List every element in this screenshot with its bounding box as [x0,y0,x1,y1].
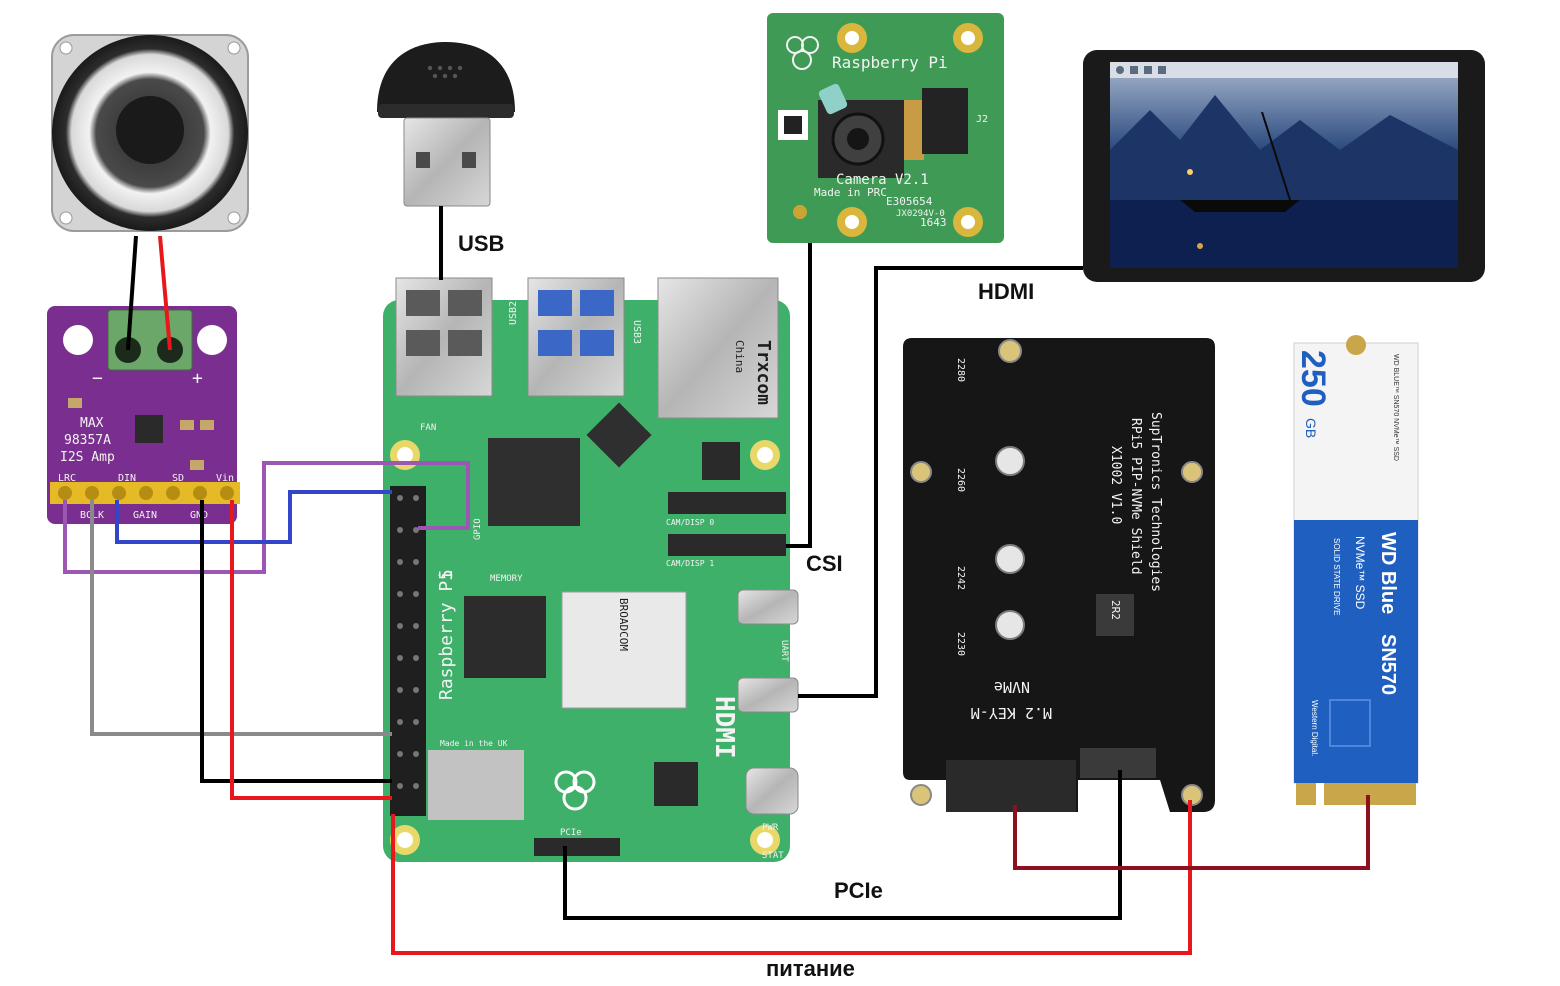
ssd-unit-text: GB [1303,418,1319,438]
shield-size-2230: 2230 [955,632,966,656]
camera-code2-text: JX0294V-0 [896,209,945,219]
wire-vin [230,500,392,800]
shield-m2-text: M.2 KEY-M [971,704,1052,722]
shield-brand-text: SupTronics Technologies [1148,412,1163,592]
rpi-trxcom-text: Trxcom [753,340,774,405]
camera-made-text: Made in PRC [814,186,887,199]
camera-code3-text: 1643 [920,216,947,229]
wire-speaker-negative [126,235,138,351]
shield-size-2242: 2242 [955,566,966,590]
rpi-usb2-text: USB2 [508,301,519,325]
rpi-memory-text: MEMORY [490,574,523,584]
rpi-fan-text: FAN [420,423,436,433]
ssd-capacity-text: 250 [1294,350,1332,407]
amp-pin-gain: GAIN [133,510,157,521]
wires [63,206,1370,955]
amp-pin-vin: Vin [216,473,234,484]
ssd-model-text: SN570 [1377,634,1399,695]
rpi-version-text: 5 [436,569,457,580]
speaker [51,34,249,232]
label-hdmi: HDMI [978,279,1034,304]
wire-hdmi [798,266,1083,698]
wire-gnd [200,500,392,783]
shield-size-2260: 2260 [955,468,966,492]
camera-code1-text: E305654 [886,195,933,208]
nvme-ssd [1293,335,1419,805]
shield-nvme-text: NVMe [994,678,1030,696]
shield-inductor-text: 2R2 [1109,600,1122,620]
wire-pcie [563,770,1122,920]
wire-speaker-positive [158,235,172,351]
wire-ssd [1013,795,1370,870]
ssd-small-text: WD BLUE™ SN570 NVMe™ SSD [1392,354,1399,461]
camera-j2-text: J2 [976,114,988,125]
rpi-pcie-text: PCIe [560,828,582,838]
rpi-usb3-text: USB3 [631,320,642,344]
amp-pin-din: DIN [118,473,136,484]
rpi-camdisp0-text: CAM/DISP 0 [666,518,714,527]
wire-bclk [90,500,392,736]
label-csi: CSI [806,551,843,576]
rpi-made-text: Made in the UK [440,739,508,748]
wire-din [115,490,392,544]
camera-brand-text: Raspberry Pi [832,53,948,72]
rpi-name-text: Raspberry Pi [436,570,457,700]
shield-model-text: X1002 V1.0 [1108,446,1123,524]
ssd-maker-text: Western Digital. [1310,700,1319,756]
wire-lrc [63,461,470,574]
rpi-camdisp1-text: CAM/DISP 1 [666,559,714,568]
rpi-uart-text: UART [779,640,789,662]
label-usb: USB [458,231,504,256]
rpi-hdmi-text: HDMI [709,696,739,759]
camera-module [767,13,1004,243]
label-pcie: PCIe [834,878,883,903]
raspberry-logo-icon [554,770,596,811]
amp-plus-mark: + [192,368,203,389]
shield-title-text: RPi5 PIP-NVMe Shield [1128,418,1143,575]
i2s-amplifier-board [47,306,240,524]
wire-csi [786,243,812,548]
rpi-chip-text: BROADCOM [617,598,630,651]
touch-display [1083,50,1485,282]
wire-power [391,800,1192,955]
camera-model-text: Camera V2.1 [836,172,929,188]
amp-pin-lrc: LRC [58,473,76,484]
amp-label-line1: MAX [80,416,104,431]
amp-label-line2: 98357A [64,433,111,448]
rpi-pwr-text: PWR [762,823,779,833]
amp-label-line3: I2S Amp [60,450,115,465]
amp-pin-gnd: GND [190,510,208,521]
amp-minus-mark: − [92,368,103,389]
label-power: питание [766,956,855,981]
raspberry-pi-5-board [383,277,799,862]
usb-microphone-dongle [377,42,515,207]
ssd-brand-text: WD Blue [1377,532,1399,614]
amp-pin-sd: SD [172,473,184,484]
rpi-china-text: China [733,340,746,373]
rpi-stat-text: STAT [762,851,784,861]
ssd-solid-state-text: SOLID STATE DRIVE [1332,538,1341,616]
nvme-shield-board [903,338,1215,812]
rpi-gpio-text: GPIO [473,518,483,540]
ssd-nvme-text: NVMe™ SSD [1353,536,1367,610]
shield-size-2280: 2280 [955,358,966,382]
